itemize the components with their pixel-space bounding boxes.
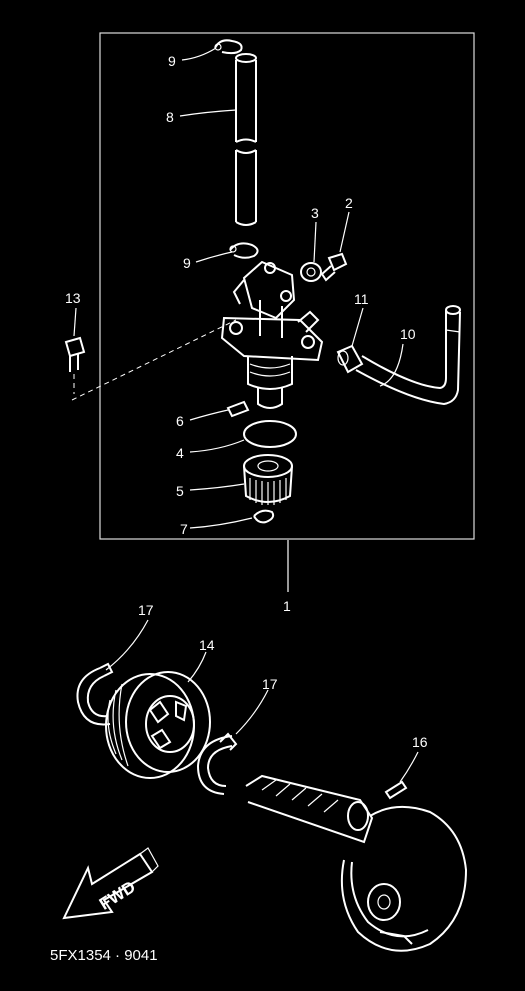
callout-17-left: 17 — [138, 602, 154, 618]
part-14-drive-gear — [105, 671, 211, 779]
leader-lines — [73, 47, 419, 783]
part-11-fitting — [336, 344, 364, 374]
callout-9-upper: 9 — [168, 53, 176, 69]
callout-16: 16 — [412, 734, 428, 750]
callout-14: 14 — [199, 637, 215, 653]
part-1-oil-pump-body — [220, 260, 324, 409]
part-17-left-circlip — [76, 662, 114, 726]
part-8-hose — [235, 53, 257, 226]
callout-5: 5 — [176, 483, 184, 499]
callout-labels: 1 2 3 4 5 6 7 8 9 9 10 11 13 14 16 17 17 — [65, 53, 428, 750]
part-7-clip — [253, 509, 275, 524]
part-9-upper-clip — [214, 39, 243, 55]
callout-10: 10 — [400, 326, 416, 342]
part-5-gear — [243, 454, 293, 505]
callout-11: 11 — [354, 291, 369, 307]
callout-3: 3 — [311, 205, 319, 221]
callout-4: 4 — [176, 445, 184, 461]
part-9-lower-clip — [229, 242, 259, 259]
callout-6: 6 — [176, 413, 184, 429]
part-2-bolt — [320, 252, 348, 282]
forward-direction-arrow: FWD — [62, 847, 159, 920]
figure-code: 5FX1354 · 9041 — [50, 947, 158, 964]
part-13-screw — [64, 336, 86, 372]
assembly-boundary-box — [99, 32, 475, 540]
alignment-dashed-line — [71, 319, 237, 401]
part-16-pin — [384, 780, 408, 800]
part-10-bent-hose — [355, 305, 461, 406]
part-6-pin — [226, 400, 250, 418]
callout-7: 7 — [180, 521, 188, 537]
crankshaft — [245, 774, 468, 952]
part-17-right-circlip — [196, 732, 238, 795]
callout-9-lower: 9 — [183, 255, 191, 271]
callout-17-right: 17 — [262, 676, 278, 692]
callout-2: 2 — [345, 195, 353, 211]
part-4-o-ring — [243, 420, 297, 448]
part-3-washer — [300, 262, 322, 282]
callout-13: 13 — [65, 290, 81, 306]
callout-8: 8 — [166, 109, 174, 125]
callout-1: 1 — [283, 598, 291, 614]
